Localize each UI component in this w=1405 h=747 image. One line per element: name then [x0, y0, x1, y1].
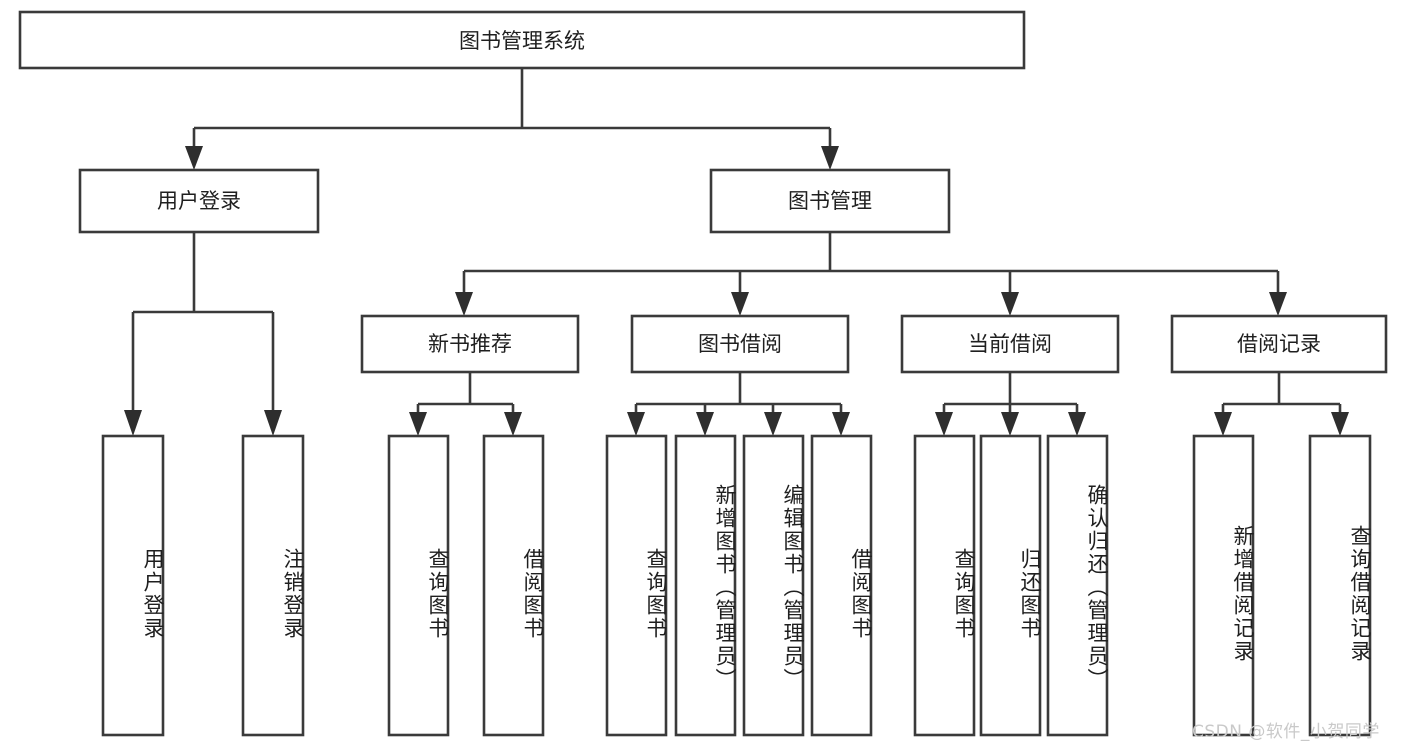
- node-borrow-record-label: 借阅记录: [1237, 332, 1321, 356]
- node-root[interactable]: 图书管理系统: [18, 10, 1026, 70]
- node-book-manage[interactable]: 图书管理: [709, 168, 951, 234]
- node-new-book-recommend[interactable]: 新书推荐: [360, 314, 580, 374]
- node-user-login-box[interactable]: [78, 168, 320, 234]
- node-new-book-recommend-label: 新书推荐: [428, 332, 512, 356]
- arrow-head-borrow-record: [1269, 292, 1287, 316]
- arrow-head-leaf-query-book-1: [409, 412, 427, 436]
- node-user-login-label: 用户登录: [157, 189, 241, 213]
- connector-group-book-borrow: [627, 372, 850, 436]
- node-leaf-query-book-2-box[interactable]: [605, 434, 668, 737]
- arrow-head-leaf-borrow-book-2: [832, 412, 850, 436]
- node-leaf-query-book-3-box[interactable]: [913, 434, 976, 737]
- node-leaf-query-record-box[interactable]: [1308, 434, 1372, 737]
- arrow-head-leaf-user-logout: [264, 410, 282, 436]
- arrow-head-new-book-recommend: [455, 292, 473, 316]
- arrow-head-book-borrow: [731, 292, 749, 316]
- arrow-head-leaf-query-record: [1331, 412, 1349, 436]
- node-root-box[interactable]: [18, 10, 1026, 70]
- connector-group-current-borrow: [935, 372, 1086, 436]
- node-current-borrow-label: 当前借阅: [968, 332, 1052, 356]
- connector-group-user-login: [124, 232, 282, 436]
- node-leaf-add-book-box[interactable]: [674, 434, 737, 737]
- node-book-borrow[interactable]: 图书借阅: [630, 314, 850, 374]
- arrow-head-leaf-query-book-2: [627, 412, 645, 436]
- arrow-head-leaf-add-record: [1214, 412, 1232, 436]
- connector-group-borrow-record: [1214, 372, 1349, 436]
- node-leaf-add-record-box[interactable]: [1192, 434, 1255, 737]
- connector-group-book-manage: [455, 232, 1287, 316]
- arrow-head-book-manage: [821, 146, 839, 170]
- node-borrow-record-box[interactable]: [1170, 314, 1388, 374]
- node-book-manage-label: 图书管理: [788, 189, 872, 213]
- node-new-book-recommend-box[interactable]: [360, 314, 580, 374]
- node-current-borrow[interactable]: 当前借阅: [900, 314, 1120, 374]
- node-leaf-user-logout-box[interactable]: [241, 434, 305, 737]
- node-leaf-return-book-box[interactable]: [979, 434, 1042, 737]
- csdn-watermark: CSDN @软件_小贺同学: [1192, 722, 1380, 742]
- node-current-borrow-box[interactable]: [900, 314, 1120, 374]
- node-root-label: 图书管理系统: [459, 29, 585, 53]
- arrow-head-leaf-query-book-3: [935, 412, 953, 436]
- node-leaf-user-login-box[interactable]: [101, 434, 165, 737]
- connector-group-new-book-recommend: [409, 372, 522, 436]
- node-leaf-borrow-book-2-box[interactable]: [810, 434, 873, 737]
- node-book-manage-box[interactable]: [709, 168, 951, 234]
- arrow-head-leaf-return-book: [1001, 412, 1019, 436]
- arrow-head-leaf-add-book: [696, 412, 714, 436]
- arrow-head-leaf-user-login: [124, 410, 142, 436]
- node-leaf-borrow-book-1-box[interactable]: [482, 434, 545, 737]
- arrow-head-user-login: [185, 146, 203, 170]
- node-book-borrow-box[interactable]: [630, 314, 850, 374]
- connector-group-root: [185, 68, 839, 170]
- arrow-head-leaf-borrow-book-1: [504, 412, 522, 436]
- node-book-borrow-label: 图书借阅: [698, 332, 782, 356]
- node-leaf-query-book-1-box[interactable]: [387, 434, 450, 737]
- node-user-login[interactable]: 用户登录: [78, 168, 320, 234]
- node-borrow-record[interactable]: 借阅记录: [1170, 314, 1388, 374]
- arrow-head-current-borrow: [1001, 292, 1019, 316]
- arrow-head-leaf-confirm-return: [1068, 412, 1086, 436]
- node-leaf-confirm-return-box[interactable]: [1046, 434, 1109, 737]
- arrow-head-leaf-edit-book: [764, 412, 782, 436]
- node-leaf-edit-book-box[interactable]: [742, 434, 805, 737]
